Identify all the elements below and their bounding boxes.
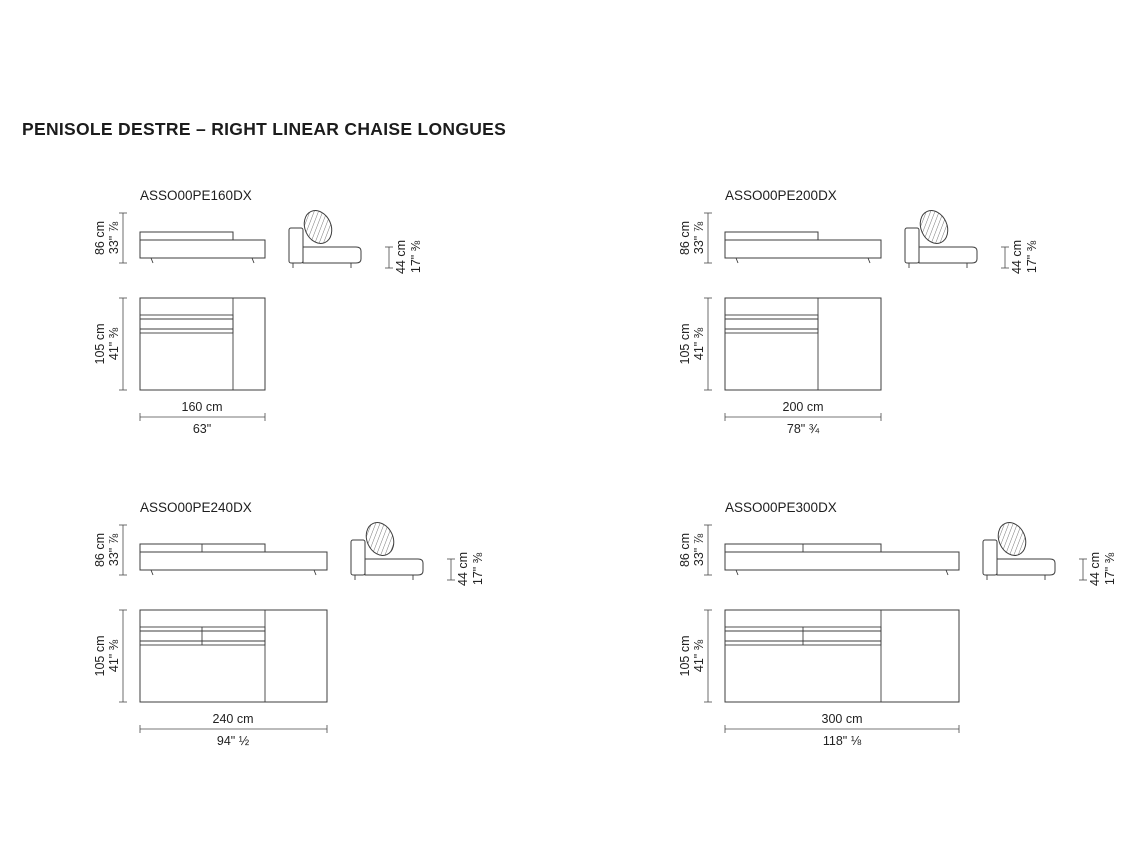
height-in-label: 33" ⅞	[107, 221, 121, 255]
height-cm-label: 86 cm	[93, 220, 107, 256]
depth-in-label: 41" ⅜	[107, 327, 121, 361]
seat-height-dimension-line	[1079, 558, 1087, 581]
side-view	[982, 522, 1056, 580]
plan-view	[724, 297, 882, 391]
seat-height-cm-label: 44 cm	[456, 551, 470, 587]
plan-view	[139, 609, 328, 703]
width-cm-label: 240 cm	[212, 712, 254, 726]
width-cm-label: 300 cm	[821, 712, 863, 726]
front-view	[724, 543, 960, 576]
front-view	[139, 231, 266, 264]
product-code: ASSO00PE160DX	[140, 188, 252, 203]
depth-dimension-line	[119, 297, 127, 391]
product-code: ASSO00PE300DX	[725, 500, 837, 515]
height-dimension-line	[704, 524, 712, 576]
plan-view	[724, 609, 960, 703]
height-in-label: 33" ⅞	[692, 533, 706, 567]
height-in-label: 33" ⅞	[107, 533, 121, 567]
depth-dimension-line	[704, 297, 712, 391]
height-cm-label: 86 cm	[93, 532, 107, 568]
front-view	[724, 231, 882, 264]
drawing-asso00pe160dx	[119, 210, 393, 421]
drawing-asso00pe240dx	[119, 522, 455, 733]
width-cm-label: 160 cm	[181, 400, 223, 414]
plan-view	[139, 297, 266, 391]
height-in-label: 33" ⅞	[692, 221, 706, 255]
product-code: ASSO00PE200DX	[725, 188, 837, 203]
depth-cm-label: 105 cm	[93, 323, 107, 365]
width-in-label: 78" ¾	[786, 422, 820, 436]
depth-in-label: 41" ⅜	[692, 327, 706, 361]
product-code: ASSO00PE240DX	[140, 500, 252, 515]
page-title: PENISOLE DESTRE – RIGHT LINEAR CHAISE LO…	[22, 119, 507, 139]
width-dimension-line	[139, 413, 266, 421]
seat-height-dimension-line	[447, 558, 455, 581]
depth-cm-label: 105 cm	[678, 635, 692, 677]
seat-height-cm-label: 44 cm	[1010, 239, 1024, 275]
width-in-label: 118" ⅛	[822, 734, 862, 748]
width-in-label: 63"	[192, 422, 212, 436]
side-view	[904, 210, 978, 268]
seat-height-in-label: 17" ⅜	[1025, 240, 1039, 274]
seat-height-in-label: 17" ⅜	[1103, 552, 1117, 586]
depth-cm-label: 105 cm	[93, 635, 107, 677]
seat-height-in-label: 17" ⅜	[471, 552, 485, 586]
height-cm-label: 86 cm	[678, 220, 692, 256]
depth-cm-label: 105 cm	[678, 323, 692, 365]
drawing-asso00pe300dx	[704, 522, 1087, 733]
seat-height-dimension-line	[1001, 246, 1009, 269]
width-cm-label: 200 cm	[782, 400, 824, 414]
drawing-asso00pe200dx	[704, 210, 1009, 421]
height-cm-label: 86 cm	[678, 532, 692, 568]
height-dimension-line	[704, 212, 712, 264]
depth-dimension-line	[119, 609, 127, 703]
side-view	[288, 210, 362, 268]
depth-dimension-line	[704, 609, 712, 703]
height-dimension-line	[119, 524, 127, 576]
seat-height-cm-label: 44 cm	[1088, 551, 1102, 587]
seat-height-cm-label: 44 cm	[394, 239, 408, 275]
depth-in-label: 41" ⅜	[107, 639, 121, 673]
depth-in-label: 41" ⅜	[692, 639, 706, 673]
seat-height-dimension-line	[385, 246, 393, 269]
seat-height-in-label: 17" ⅜	[409, 240, 423, 274]
side-view	[350, 522, 424, 580]
width-dimension-line	[139, 725, 328, 733]
width-in-label: 94" ½	[216, 734, 250, 748]
width-dimension-line	[724, 725, 960, 733]
front-view	[139, 543, 328, 576]
height-dimension-line	[119, 212, 127, 264]
width-dimension-line	[724, 413, 882, 421]
